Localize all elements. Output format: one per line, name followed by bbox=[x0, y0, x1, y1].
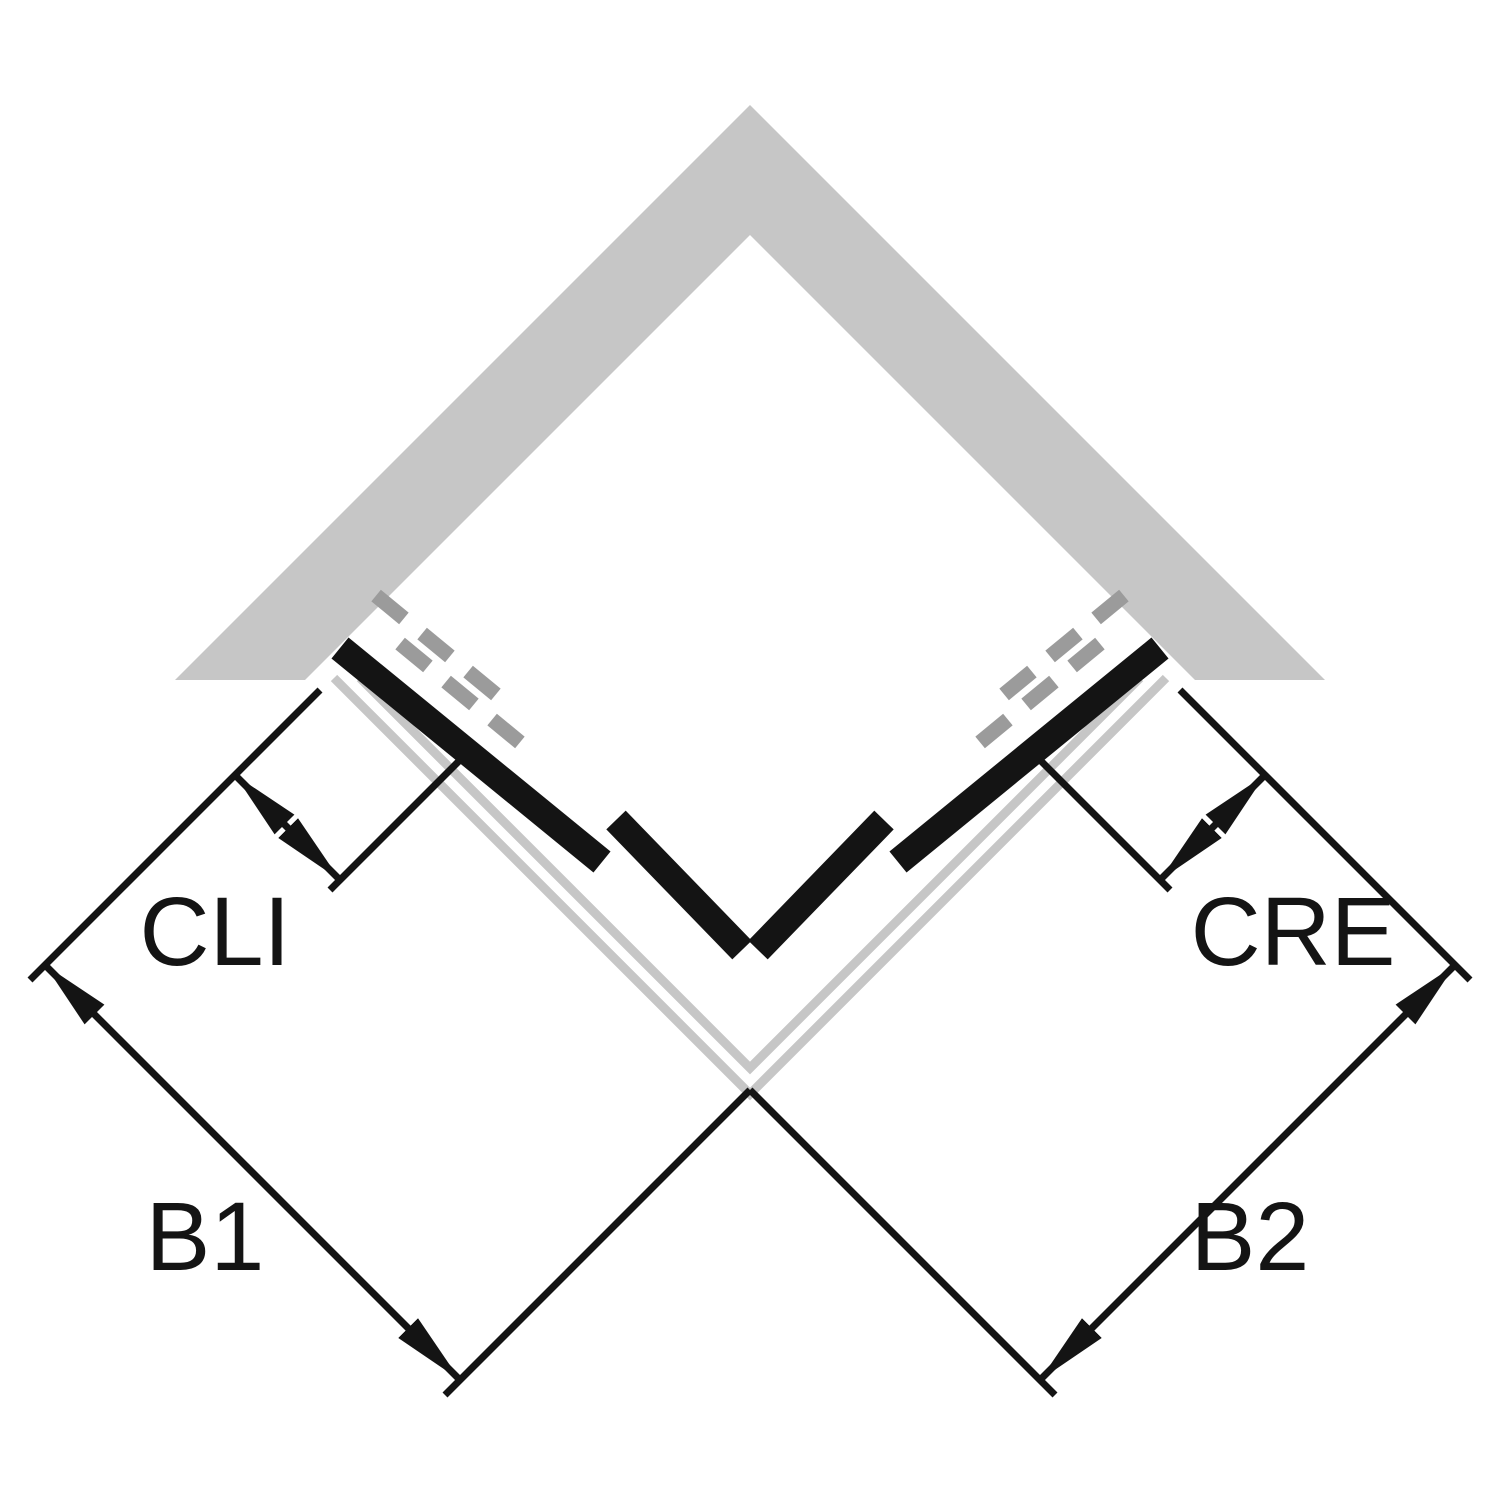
extension-line-b1-bottom bbox=[442, 1087, 753, 1398]
roller-dash bbox=[395, 637, 433, 673]
dimension-arrow-cre bbox=[1157, 772, 1268, 883]
wall-band bbox=[175, 105, 1325, 680]
roller-dash bbox=[487, 713, 525, 749]
label-b2: B2 bbox=[1191, 1182, 1310, 1291]
door-panel-left-inner bbox=[606, 810, 752, 960]
label-cre: CRE bbox=[1191, 877, 1396, 986]
roller-dash bbox=[1021, 675, 1059, 711]
roller-dash bbox=[1045, 627, 1083, 663]
roller-dash bbox=[999, 665, 1037, 701]
dimension-arrow-b1 bbox=[42, 962, 463, 1383]
extension-line-left-outer bbox=[27, 687, 323, 983]
roller-dashes-right bbox=[975, 589, 1129, 749]
roller-dash bbox=[417, 627, 455, 663]
extension-line-cli-inner bbox=[327, 757, 463, 893]
dimension-arrow-b2 bbox=[1037, 962, 1458, 1383]
roller-dash bbox=[463, 665, 501, 701]
door-panel-right-inner bbox=[748, 810, 894, 960]
roller-dash bbox=[1067, 637, 1105, 673]
extension-line-b2-bottom bbox=[747, 1087, 1058, 1398]
door-panel-left-outer bbox=[331, 637, 611, 873]
roller-dash bbox=[1091, 589, 1129, 625]
dimension-arrow-cli bbox=[232, 772, 343, 883]
door-panel-right-outer bbox=[889, 637, 1169, 873]
roller-dash bbox=[441, 675, 479, 711]
label-cli: CLI bbox=[140, 877, 291, 986]
extension-line-cre-inner bbox=[1037, 757, 1173, 893]
tray-outline-inner bbox=[356, 674, 1144, 1075]
roller-dash bbox=[371, 589, 409, 625]
label-b1: B1 bbox=[146, 1182, 265, 1291]
extension-line-right-outer bbox=[1177, 687, 1473, 983]
roller-dashes-left bbox=[371, 589, 525, 749]
roller-dash bbox=[975, 713, 1013, 749]
